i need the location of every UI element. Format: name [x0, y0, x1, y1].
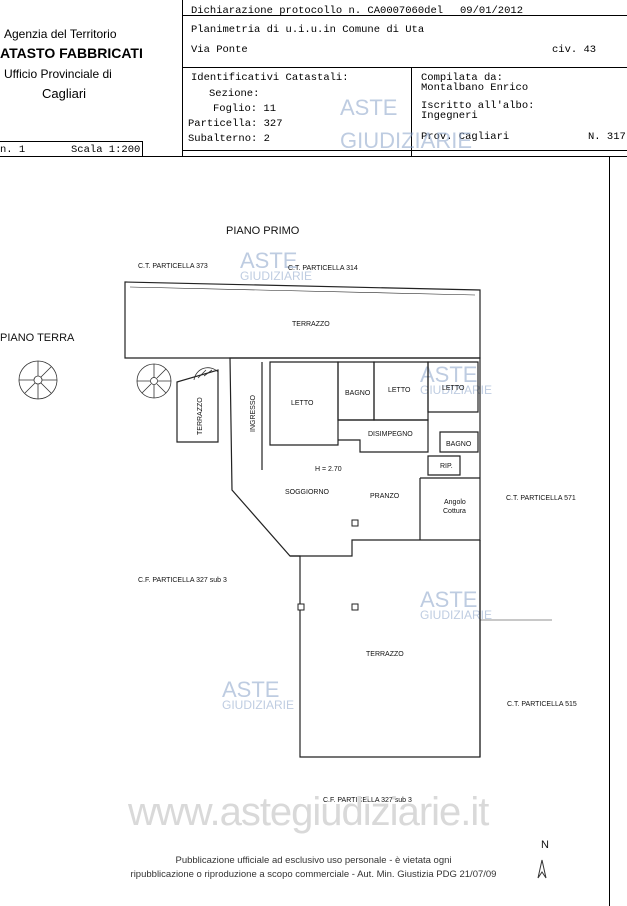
header-divider [411, 67, 412, 157]
compilata-value: Montalbano Enrico [421, 82, 529, 94]
scala-top-line [0, 141, 142, 142]
dichiarazione-date: 09/01/2012 [460, 5, 524, 17]
room-rip: RIP. [440, 463, 453, 470]
sheet-top-line [0, 156, 627, 157]
room-letto2: LETTO [388, 387, 411, 394]
city-label: Cagliari [42, 86, 87, 101]
svg-text:ASTE: ASTE [420, 587, 477, 612]
ct-373-label: C.T. PARTICELLA 373 [138, 263, 208, 270]
via-text: Via Ponte [191, 44, 248, 56]
room-letto3: LETTO [442, 385, 465, 392]
room-pranzo: PRANZO [370, 493, 400, 500]
subalterno-label: Subalterno: 2 [188, 133, 270, 145]
rip-outline [427, 455, 461, 476]
terrazzo-bottom-outline [290, 540, 481, 758]
header-top-line [182, 15, 627, 16]
iscritto-label: Iscritto all'albo: [421, 100, 535, 112]
room-terrazzo-side: TERRAZZO [197, 397, 204, 435]
cf-327-sub3-bottom-label: C.F. PARTICELLA 327 sub 3 [323, 797, 412, 804]
scala-label: Scala 1:200 [71, 144, 141, 156]
room-ingresso: INGRESSO [250, 394, 257, 432]
agency-name: Agenzia del Territorio [4, 27, 117, 41]
footer-line2: ripubblicazione o riproduzione a scopo c… [130, 869, 497, 880]
dichiarazione-text: Dichiarazione protocollo n. CA0007060del [191, 5, 444, 17]
header-left-border [182, 0, 183, 157]
north-label: N [541, 839, 549, 851]
svg-text:ASTE: ASTE [340, 95, 397, 120]
particella-label: Particella: 327 [188, 118, 283, 130]
iscritto-value: Ingegneri [421, 110, 478, 122]
stair-arc [193, 367, 219, 381]
terrazzo-top-outline [124, 281, 481, 359]
ct-314-label: C.T. PARTICELLA 314 [288, 265, 358, 272]
scheda-label: n. 1 [0, 144, 26, 156]
letto1-outline [269, 361, 339, 446]
svg-text:ASTE: ASTE [222, 677, 279, 702]
website-watermark: www.astegiudiziarie.it [128, 790, 489, 834]
compilata-label: Compilata da: [421, 72, 503, 84]
building-outline [229, 357, 481, 557]
bagno2-outline [439, 431, 479, 453]
identificativi-label: Identificativi Catastali: [191, 72, 349, 84]
svg-text:GIUDIZIARIE: GIUDIZIARIE [420, 608, 492, 622]
room-cottura: Cottura [443, 508, 466, 515]
ufficio-label: Ufficio Provinciale di [4, 67, 112, 81]
watermark-right: ASTE GIUDIZIARIE [420, 362, 492, 397]
room-bagno1: BAGNO [345, 390, 371, 397]
watermark-low: ASTE GIUDIZIARIE [222, 677, 294, 712]
civico-text: civ. 43 [552, 44, 597, 56]
numero-label: N. 317 [588, 131, 626, 143]
north-arrow-icon [537, 859, 547, 879]
spiral-stair-terra [18, 360, 58, 400]
room-bagno2: BAGNO [446, 441, 472, 448]
catasto-title: ATASTO FABBRICATI [0, 45, 143, 61]
footer-line1: Pubblicazione ufficiale ad esclusivo uso… [175, 855, 452, 866]
room-letto1: LETTO [291, 400, 314, 407]
svg-text:GIUDIZIARIE: GIUDIZIARIE [222, 698, 294, 712]
spiral-stair-primo [136, 363, 172, 399]
watermark-top: ASTE GIUDIZIARIE [240, 248, 312, 283]
svg-text:ASTE: ASTE [240, 248, 297, 273]
watermark-mid: ASTE GIUDIZIARIE [420, 587, 492, 622]
pillars [297, 519, 359, 611]
header-bottom-line [182, 150, 627, 151]
scala-right-line [142, 141, 143, 157]
ct-515-label: C.T. PARTICELLA 515 [507, 701, 577, 708]
svg-text:GIUDIZIARIE: GIUDIZIARIE [420, 383, 492, 397]
svg-text:ASTE: ASTE [420, 362, 477, 387]
planimetria-text: Planimetria di u.i.u.in Comune di Uta [191, 24, 425, 36]
room-angolo: Angolo [444, 499, 466, 506]
piano-terra-title: PIANO TERRA [0, 332, 75, 344]
terrazzo-side-outline [176, 369, 219, 443]
header-mid-line [182, 67, 627, 68]
room-terrazzo-bottom: TERRAZZO [366, 651, 404, 658]
room-height: H = 2.70 [315, 466, 342, 473]
svg-text:GIUDIZIARIE: GIUDIZIARIE [340, 128, 472, 153]
svg-text:GIUDIZIARIE: GIUDIZIARIE [240, 269, 312, 283]
ct-571-label: C.T. PARTICELLA 571 [506, 495, 576, 502]
room-disimpegno: DISIMPEGNO [368, 431, 413, 438]
prov-label: Prov. Cagliari [421, 131, 510, 143]
sheet-right-line [609, 156, 610, 906]
letto3-outline [427, 361, 479, 413]
piano-primo-title: PIANO PRIMO [226, 225, 300, 237]
foglio-label: Foglio: 11 [213, 103, 277, 115]
sezione-label: Sezione: [209, 88, 260, 100]
cf-327-sub3-left-label: C.F. PARTICELLA 327 sub 3 [138, 577, 227, 584]
room-soggiorno: SOGGIORNO [285, 489, 330, 496]
room-terrazzo-top: TERRAZZO [292, 321, 330, 328]
watermark-header: ASTE GIUDIZIARIE [340, 95, 472, 153]
